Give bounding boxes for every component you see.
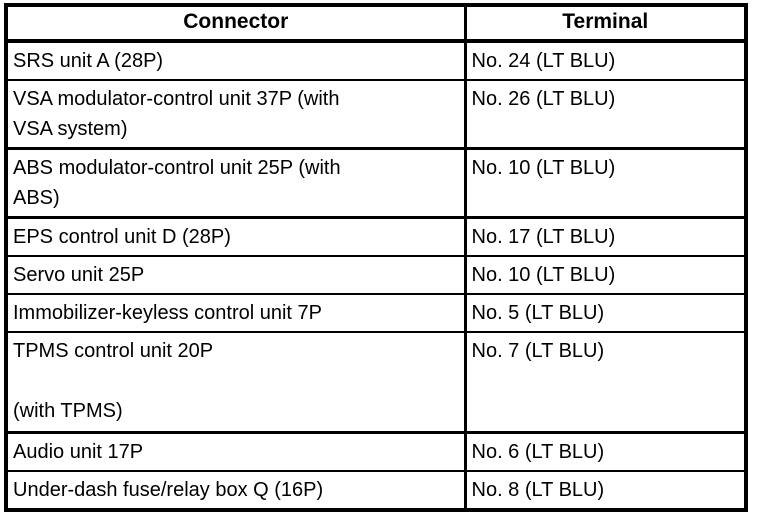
table-container: Connector Terminal SRS unit A (28P)No. 2… [4, 3, 748, 512]
table-row: ABS modulator-control unit 25P (with ABS… [6, 147, 746, 218]
cell-terminal: No. 6 (LT BLU) [465, 430, 746, 471]
cell-terminal: No. 7 (LT BLU) [465, 331, 746, 432]
page-root: Connector Terminal SRS unit A (28P)No. 2… [4, 3, 748, 512]
cell-connector: SRS unit A (28P) [6, 41, 467, 80]
connector-terminal-table: Connector Terminal SRS unit A (28P)No. 2… [4, 3, 748, 512]
table-row: SRS unit A (28P)No. 24 (LT BLU) [6, 41, 746, 80]
table-body: SRS unit A (28P)No. 24 (LT BLU)VSA modul… [6, 41, 746, 510]
cell-connector: VSA modulator-control unit 37P (with VSA… [6, 79, 467, 149]
table-row: Under-dash fuse/relay box Q (16P)No. 8 (… [6, 469, 746, 510]
cell-connector: EPS control unit D (28P) [6, 216, 467, 256]
cell-connector: TPMS control unit 20P (with TPMS) [6, 331, 467, 432]
header-row: Connector Terminal [6, 5, 746, 43]
table-header: Connector Terminal [6, 5, 746, 43]
cell-connector: Immobilizer-keyless control unit 7P [6, 293, 467, 332]
table-row: TPMS control unit 20P (with TPMS)No. 7 (… [6, 331, 746, 432]
column-header-terminal: Terminal [465, 5, 746, 43]
cell-terminal: No. 10 (LT BLU) [465, 255, 746, 294]
cell-terminal: No. 24 (LT BLU) [465, 41, 746, 80]
cell-terminal: No. 26 (LT BLU) [465, 79, 746, 149]
table-row: VSA modulator-control unit 37P (with VSA… [6, 79, 746, 149]
cell-terminal: No. 8 (LT BLU) [465, 469, 746, 510]
cell-connector: Servo unit 25P [6, 255, 467, 294]
cell-connector: Under-dash fuse/relay box Q (16P) [6, 469, 467, 510]
cell-connector: Audio unit 17P [6, 430, 467, 471]
table-row: EPS control unit D (28P)No. 17 (LT BLU) [6, 216, 746, 256]
cell-terminal: No. 10 (LT BLU) [465, 147, 746, 218]
cell-connector: ABS modulator-control unit 25P (with ABS… [6, 147, 467, 218]
cell-terminal: No. 17 (LT BLU) [465, 216, 746, 256]
column-header-connector: Connector [6, 5, 467, 43]
cell-terminal: No. 5 (LT BLU) [465, 293, 746, 332]
